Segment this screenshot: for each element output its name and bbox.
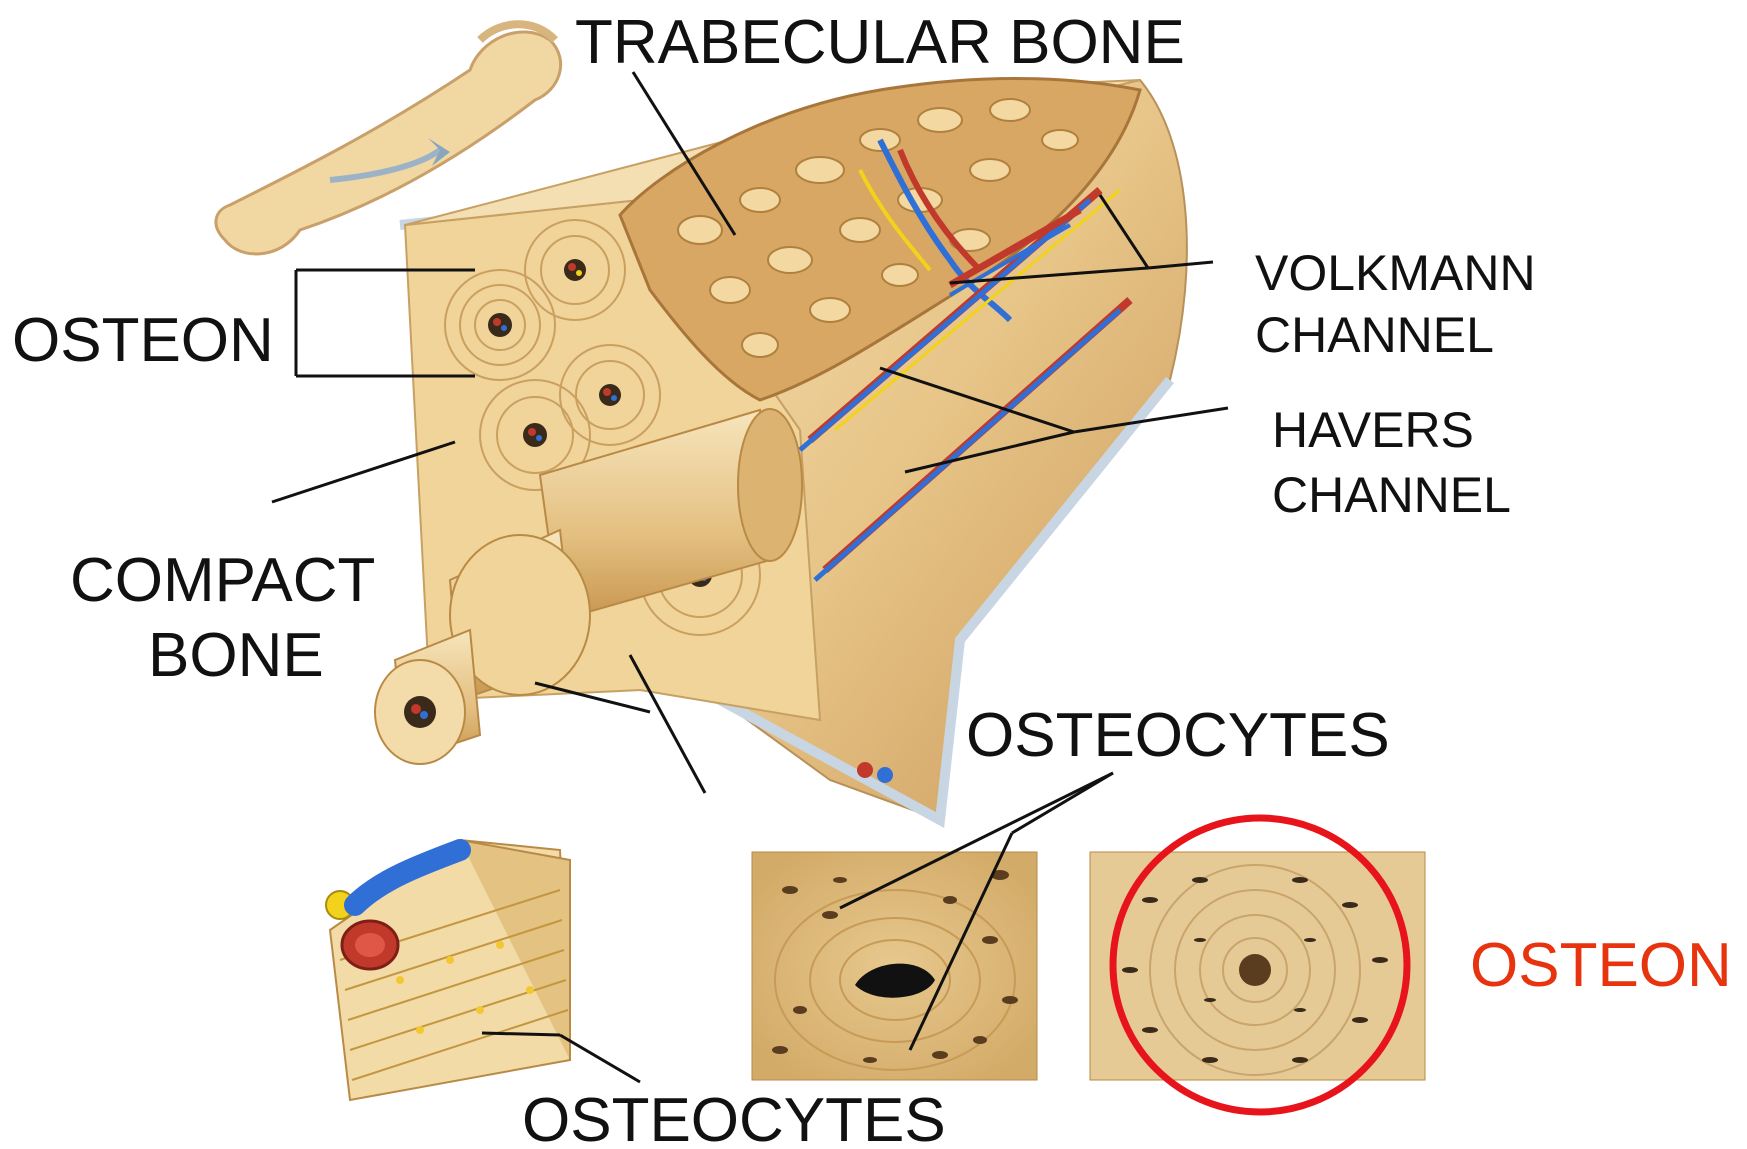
osteocytes-micrograph [752, 852, 1037, 1080]
label-havers-line2: CHANNEL [1272, 470, 1511, 520]
label-compact-line1: COMPACT [70, 550, 375, 612]
label-osteon-left: OSTEON [12, 310, 274, 372]
label-volkmann-line1: VOLKMANN [1255, 248, 1536, 298]
label-trabecular-bone: TRABECULAR BONE [575, 12, 1185, 74]
label-osteocytes-top: OSTEOCYTES [966, 705, 1390, 767]
label-osteon-right: OSTEON [1470, 935, 1732, 997]
osteon-micrograph [1090, 818, 1425, 1112]
label-volkmann-line2: CHANNEL [1255, 310, 1494, 360]
label-havers-line1: HAVERS [1272, 405, 1474, 455]
label-osteocytes-bottom: OSTEOCYTES [522, 1090, 946, 1149]
lamellae-block [326, 840, 570, 1100]
label-compact-line2: BONE [148, 625, 324, 687]
